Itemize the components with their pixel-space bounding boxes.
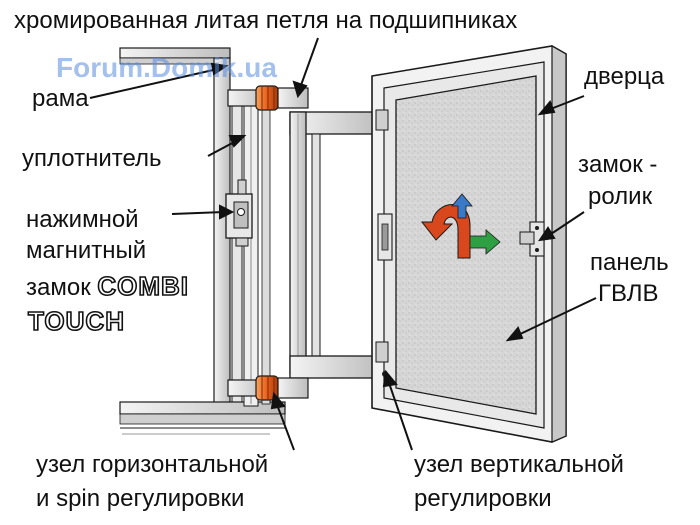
seal-uplotnitel (243, 101, 271, 407)
leader-lines (89, 37, 597, 451)
label-brand-combi: COMBI (97, 271, 190, 301)
label-vertical-node-2: регулировки (414, 485, 552, 512)
roller-lock (519, 221, 545, 257)
label-door: дверца (584, 63, 665, 90)
hinge-vertical-bar (289, 111, 321, 375)
label-push: нажимной (26, 206, 139, 233)
label-seal: уплотнитель (22, 145, 162, 172)
label-horizontal-node-1: узел горизонтальной (36, 451, 269, 478)
adjustment-arrows (420, 193, 501, 259)
label-brand-touch: TOUCH (27, 306, 125, 336)
push-magnetic-lock (225, 179, 253, 247)
label-horizontal-node-2: и spin регулировки (36, 485, 245, 512)
label-roller-lock-1: замок - (578, 151, 658, 178)
label-magnetic: магнитный (26, 237, 147, 264)
right-arrow-icon (469, 229, 501, 255)
watermark: Forum.Domik.ua (56, 52, 277, 83)
label-hinge: хромированная литая петля на подшипниках (14, 7, 518, 34)
label-lock-word: замок (26, 274, 91, 301)
label-lock: замок COMBI (26, 271, 190, 301)
label-panel-1: панель (590, 249, 669, 276)
label-panel-2: ГВЛВ (598, 280, 659, 307)
label-vertical-node-1: узел вертикальной (414, 451, 624, 478)
up-arrow-icon (451, 193, 473, 219)
label-roller-lock-2: ролик (588, 183, 653, 210)
label-frame: рама (32, 85, 89, 112)
